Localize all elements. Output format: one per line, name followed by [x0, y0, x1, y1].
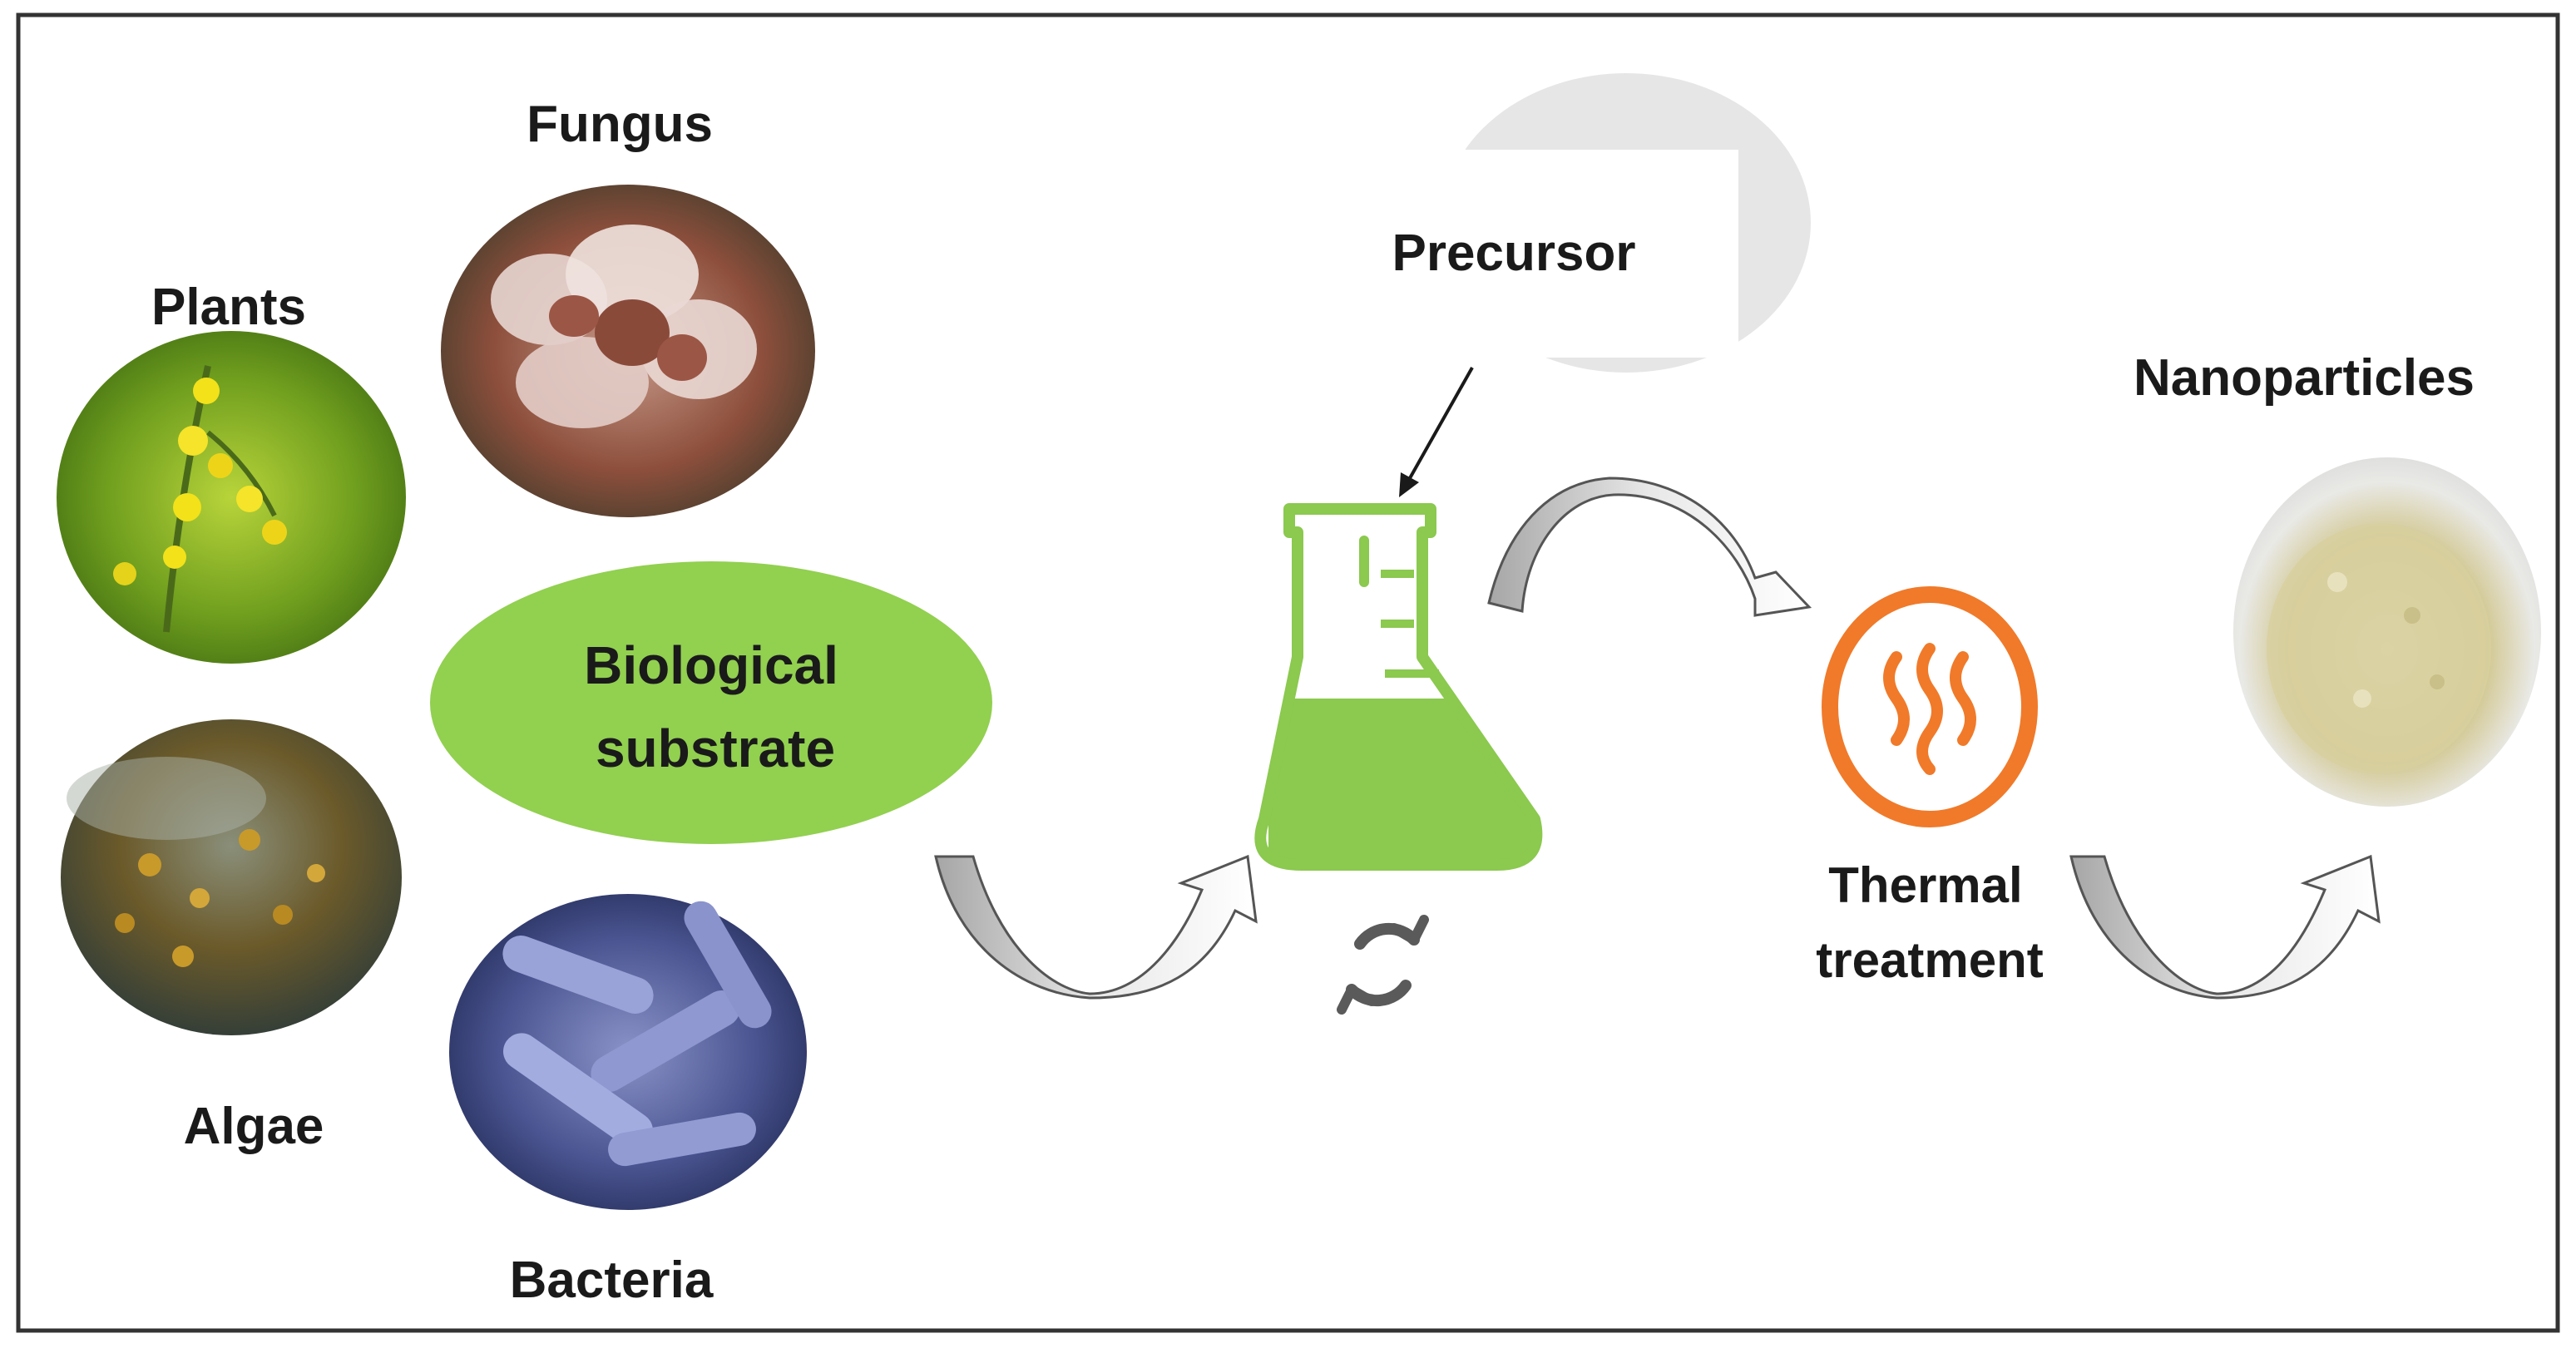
- heat-waves-icon: [1883, 643, 1976, 775]
- algae-image: [61, 719, 402, 1035]
- thermal-treatment-node: Thermal treatment: [1816, 586, 2044, 988]
- precursor-pointer-line: [1408, 367, 1474, 479]
- fungus-label: Fungus: [527, 96, 713, 153]
- precursor-label: Precursor: [1392, 225, 1636, 282]
- bacteria-image: [449, 894, 807, 1210]
- thermal-ring: [1822, 586, 2038, 827]
- bacteria-label: Bacteria: [510, 1252, 714, 1309]
- nanoparticles-label: Nanoparticles: [2133, 349, 2475, 407]
- precursor-callout: Precursor: [1323, 73, 1811, 373]
- substrate-label-line1: Biological: [584, 635, 838, 695]
- substrate-label-line2: substrate: [596, 718, 835, 778]
- biological-substrate-node: Biological substrate: [430, 561, 992, 844]
- cycle-icon: [1337, 915, 1429, 1015]
- thermal-label-line1: Thermal: [1828, 857, 2022, 913]
- curved-arrow-thermal-to-nanoparticles: [2069, 854, 2381, 1000]
- nanoparticles-image: [2233, 457, 2541, 807]
- thermal-label-line2: treatment: [1816, 932, 2043, 988]
- diagram-frame: [16, 12, 2560, 1333]
- plants-image: [57, 331, 406, 664]
- precursor-arrowhead: [1399, 472, 1419, 497]
- algae-label: Algae: [184, 1098, 324, 1155]
- fungus-image: [441, 185, 815, 517]
- plants-label: Plants: [151, 279, 306, 336]
- curved-arrow-substrate-to-flask: [934, 854, 1258, 1000]
- curved-arrow-flask-to-thermal: [1487, 477, 1812, 617]
